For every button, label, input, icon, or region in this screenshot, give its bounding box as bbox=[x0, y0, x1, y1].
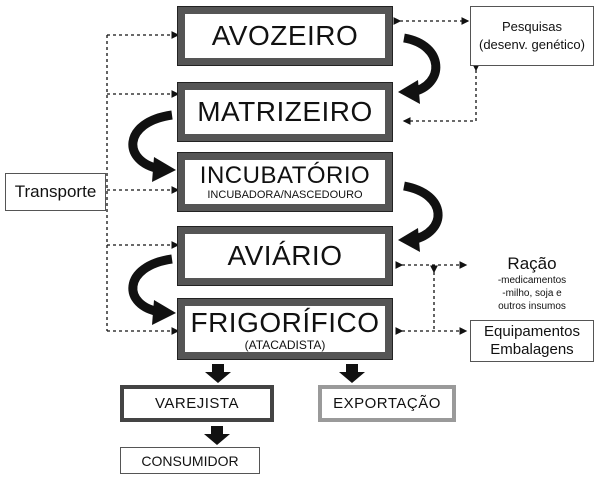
racao-title: Ração bbox=[507, 253, 557, 273]
curve-arrow-avozeiro-matrizeiro bbox=[402, 33, 441, 97]
curve-head-1 bbox=[398, 80, 420, 104]
equipamentos-line1: Equipamentos bbox=[484, 323, 580, 340]
incubatorio-label: INCUBATÓRIO bbox=[199, 162, 371, 189]
racao-item2: -milho, soja e bbox=[502, 287, 562, 299]
matrizeiro-label: MATRIZEIRO bbox=[197, 96, 373, 127]
avozeiro-label: AVOZEIRO bbox=[211, 20, 359, 51]
frigorifico-sublabel: (ATACADISTA) bbox=[244, 337, 326, 352]
varejista-box: VAREJISTA bbox=[120, 385, 274, 422]
curve-head-4 bbox=[152, 300, 176, 325]
equipamentos-line2: Embalagens bbox=[490, 341, 574, 358]
matrizeiro-box: MATRIZEIRO bbox=[177, 82, 393, 142]
curved-arrow-heads bbox=[152, 80, 420, 325]
frigorifico-box: FRIGORÍFICO (ATACADISTA) bbox=[177, 298, 393, 360]
down-arrows bbox=[204, 364, 365, 445]
curve-arrow-incubatorio-aviario bbox=[402, 181, 443, 245]
pesquisas-box: Pesquisas (desenv. genético) bbox=[470, 6, 594, 66]
down-arrow-varejista-consumidor bbox=[204, 426, 230, 445]
curve-arrow-aviario-frigorifico bbox=[128, 254, 173, 317]
aviario-label: AVIÁRIO bbox=[227, 240, 343, 271]
consumidor-box: CONSUMIDOR bbox=[120, 447, 260, 474]
transporte-box: Transporte bbox=[5, 173, 106, 211]
pesquisas-line2: (desenv. genético) bbox=[479, 37, 585, 52]
curve-head-2 bbox=[152, 157, 176, 182]
avozeiro-box: AVOZEIRO bbox=[177, 6, 393, 66]
transporte-label: Transporte bbox=[14, 182, 97, 201]
down-arrow-frigorifico-varejista bbox=[205, 364, 231, 383]
curved-arrows bbox=[128, 33, 443, 317]
exportacao-box: EXPORTAÇÃO bbox=[318, 385, 456, 422]
frigorifico-label: FRIGORÍFICO bbox=[190, 306, 380, 338]
down-arrow-frigorifico-exportacao bbox=[339, 364, 365, 383]
transport-connectors bbox=[106, 31, 180, 335]
consumidor-label: CONSUMIDOR bbox=[141, 452, 239, 469]
racao-item3: outros insumos bbox=[498, 300, 566, 312]
equipamentos-box: Equipamentos Embalagens bbox=[470, 320, 594, 362]
varejista-label: VAREJISTA bbox=[155, 395, 239, 412]
incubatorio-sublabel: INCUBADORA/NASCEDOURO bbox=[207, 189, 363, 201]
pesquisas-line1: Pesquisas bbox=[502, 19, 562, 34]
right-connectors bbox=[393, 17, 480, 335]
racao-item1: -medicamentos bbox=[497, 274, 567, 286]
incubatorio-box: INCUBATÓRIO INCUBADORA/NASCEDOURO bbox=[177, 152, 393, 212]
racao-box: Ração -medicamentos -milho, soja e outro… bbox=[470, 250, 594, 316]
pesquisas-matrizeiro-link bbox=[402, 63, 480, 125]
curve-arrow-matrizeiro-incubatorio bbox=[128, 110, 173, 174]
aviario-box: AVIÁRIO bbox=[177, 226, 393, 286]
curve-head-3 bbox=[398, 228, 420, 252]
exportacao-label: EXPORTAÇÃO bbox=[333, 395, 441, 412]
